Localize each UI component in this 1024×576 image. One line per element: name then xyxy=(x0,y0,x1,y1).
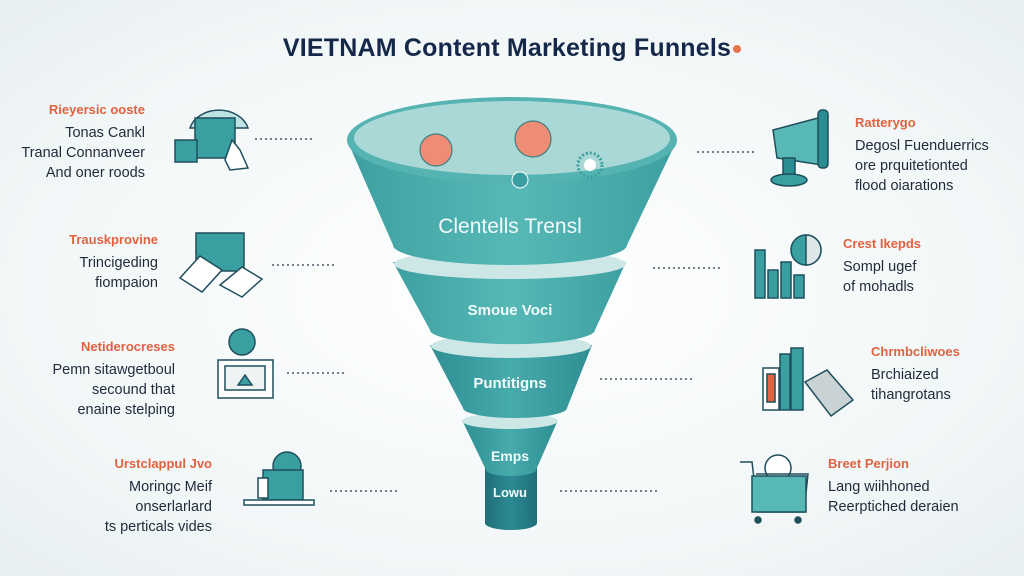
item-line: secound that xyxy=(91,382,175,398)
item-line: Reerptiched deraien xyxy=(828,499,959,515)
item-title: Breet Perjion xyxy=(828,456,909,471)
item-line: enaine stelping xyxy=(77,402,175,418)
item-title: Chrmbcliwoes xyxy=(871,344,960,359)
badge-icon xyxy=(511,171,529,189)
coin-icon xyxy=(514,120,552,158)
right-item-4: Breet Perjion Lang wiihhoned Reerptiched… xyxy=(828,454,959,517)
left-item-2: Trauskprovine Trincigeding fiompaion xyxy=(69,230,158,293)
desk-chat-icon xyxy=(243,451,315,506)
item-line: Lang wiihhoned xyxy=(828,479,930,495)
right-item-3: Chrmbcliwoes Brchiaized tihangrotans xyxy=(871,342,960,405)
left-item-1: Rieyersic ooste Tonas Cankl Tranal Conna… xyxy=(21,100,145,183)
item-title: Urstclappul Jvo xyxy=(114,456,212,471)
funnel-stage-5-label: Lowu xyxy=(493,485,527,500)
bar-chart-pie-icon xyxy=(754,234,822,299)
item-line: And oner roods xyxy=(45,165,145,181)
item-line: flood oiarations xyxy=(855,178,954,194)
funnel-stage-4 xyxy=(462,413,558,476)
item-line: Tonas Cankl xyxy=(65,125,145,141)
right-item-1: Ratterygo Degosl Fuenduerrics ore prquit… xyxy=(855,113,989,196)
title-dot-icon xyxy=(733,45,742,54)
item-line: Brchiaized xyxy=(871,367,939,383)
page-title: VIETNAM Content Marketing Funnels xyxy=(0,34,1024,63)
left-item-4: Urstclappul Jvo Moringc Meif onserlarlar… xyxy=(105,454,212,537)
connector-lines xyxy=(255,138,755,492)
shopping-cart-icon xyxy=(740,454,809,524)
coin-icon xyxy=(419,133,453,167)
item-line: ts perticals vides xyxy=(104,519,212,535)
right-item-2: Crest Ikepds Sompl ugef of mohadls xyxy=(843,234,921,297)
funnel-stage-1-label: Clentells Trensl xyxy=(438,215,582,238)
megaphone-icon xyxy=(770,109,829,187)
item-line: of mohadls xyxy=(843,279,914,295)
item-line: onserlarlard xyxy=(135,499,212,515)
item-title: Netiderocreses xyxy=(81,339,175,354)
funnel-stage-4-label: Emps xyxy=(490,448,530,464)
documents-icon xyxy=(178,232,264,298)
item-title: Crest Ikepds xyxy=(843,236,922,251)
item-line: fiompaion xyxy=(95,275,158,291)
books-icon xyxy=(762,347,855,418)
funnel-stage-5 xyxy=(485,465,537,530)
item-line: ore prquitetionted xyxy=(855,158,968,174)
item-line: Tranal Connanveer xyxy=(21,145,145,161)
left-item-3: Netiderocreses Pemn sitawgetboul secound… xyxy=(52,337,175,420)
item-line: Moringc Meif xyxy=(129,479,212,495)
item-title: Ratterygo xyxy=(855,115,916,130)
monitor-badge-icon xyxy=(217,328,274,399)
item-line: Sompl ugef xyxy=(843,259,917,275)
item-line: Trincigeding xyxy=(79,255,158,271)
item-line: Degosl Fuenduerrics xyxy=(855,138,989,154)
item-line: Pemn sitawgetboul xyxy=(52,362,175,378)
computer-network-icon xyxy=(174,109,250,171)
item-line: tihangrotans xyxy=(871,387,951,403)
item-title: Trauskprovine xyxy=(69,232,158,247)
funnel-stage-1 xyxy=(347,97,677,265)
title-text: VIETNAM Content Marketing Funnels xyxy=(282,34,732,62)
sparkle-icon xyxy=(576,151,604,179)
funnel-stage-2-label: Smoue Voci xyxy=(467,302,553,319)
item-title: Rieyersic ooste xyxy=(48,102,145,117)
funnel-stage-3-label: Puntitigns xyxy=(473,375,547,392)
